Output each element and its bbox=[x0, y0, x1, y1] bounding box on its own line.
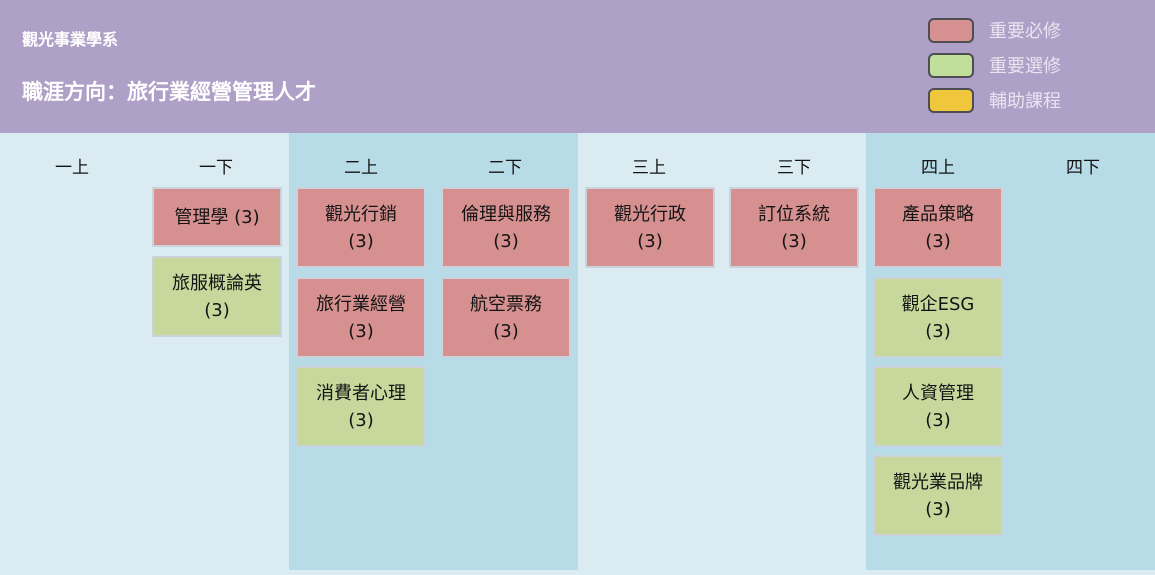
header-band: 觀光事業學系 職涯方向：旅行業經營管理人才 重要必修 重要選修 輔助課程 bbox=[0, 0, 1155, 133]
legend-label-elective: 重要選修 bbox=[989, 56, 1061, 77]
column-header-3-1: 三上 bbox=[632, 158, 666, 178]
course-management: 管理學 (3) bbox=[152, 187, 282, 247]
column-header-2-1: 二上 bbox=[344, 158, 378, 178]
column-header-1-2: 一下 bbox=[199, 158, 233, 178]
legend-label-required: 重要必修 bbox=[989, 21, 1061, 42]
legend-label-support: 輔助課程 bbox=[989, 91, 1061, 112]
legend: 重要必修 重要選修 輔助課程 bbox=[928, 17, 1061, 122]
course-consumer-psychology: 消費者心理(3) bbox=[296, 366, 426, 447]
course-travel-service-intro-english: 旅服概論英(3) bbox=[152, 256, 282, 337]
legend-item-required: 重要必修 bbox=[928, 17, 1061, 43]
course-reservation-system: 訂位系統(3) bbox=[729, 187, 859, 268]
legend-item-elective: 重要選修 bbox=[928, 52, 1061, 78]
required-color-swatch bbox=[928, 17, 974, 43]
column-header-4-1: 四上 bbox=[921, 158, 955, 178]
course-tourism-administration: 觀光行政(3) bbox=[585, 187, 715, 268]
support-color-swatch bbox=[928, 87, 974, 113]
course-hr-management: 人資管理(3) bbox=[873, 366, 1003, 447]
column-header-3-2: 三下 bbox=[777, 158, 811, 178]
course-product-strategy: 產品策略(3) bbox=[873, 187, 1003, 268]
course-tourism-enterprise-esg: 觀企ESG(3) bbox=[873, 277, 1003, 358]
column-header-1-1: 一上 bbox=[55, 158, 89, 178]
legend-item-support: 輔助課程 bbox=[928, 87, 1061, 113]
course-airline-ticketing: 航空票務(3) bbox=[441, 277, 571, 358]
course-ethics-and-service: 倫理與服務(3) bbox=[441, 187, 571, 268]
career-direction-subtitle: 職涯方向：旅行業經營管理人才 bbox=[22, 80, 316, 104]
department-title: 觀光事業學系 bbox=[22, 30, 119, 49]
column-header-2-2: 二下 bbox=[488, 158, 522, 178]
elective-color-swatch bbox=[928, 52, 974, 78]
column-header-4-2: 四下 bbox=[1066, 158, 1100, 178]
course-tourism-marketing: 觀光行銷(3) bbox=[296, 187, 426, 268]
course-tourism-branding: 觀光業品牌(3) bbox=[873, 455, 1003, 536]
course-travel-agency-management: 旅行業經營(3) bbox=[296, 277, 426, 358]
